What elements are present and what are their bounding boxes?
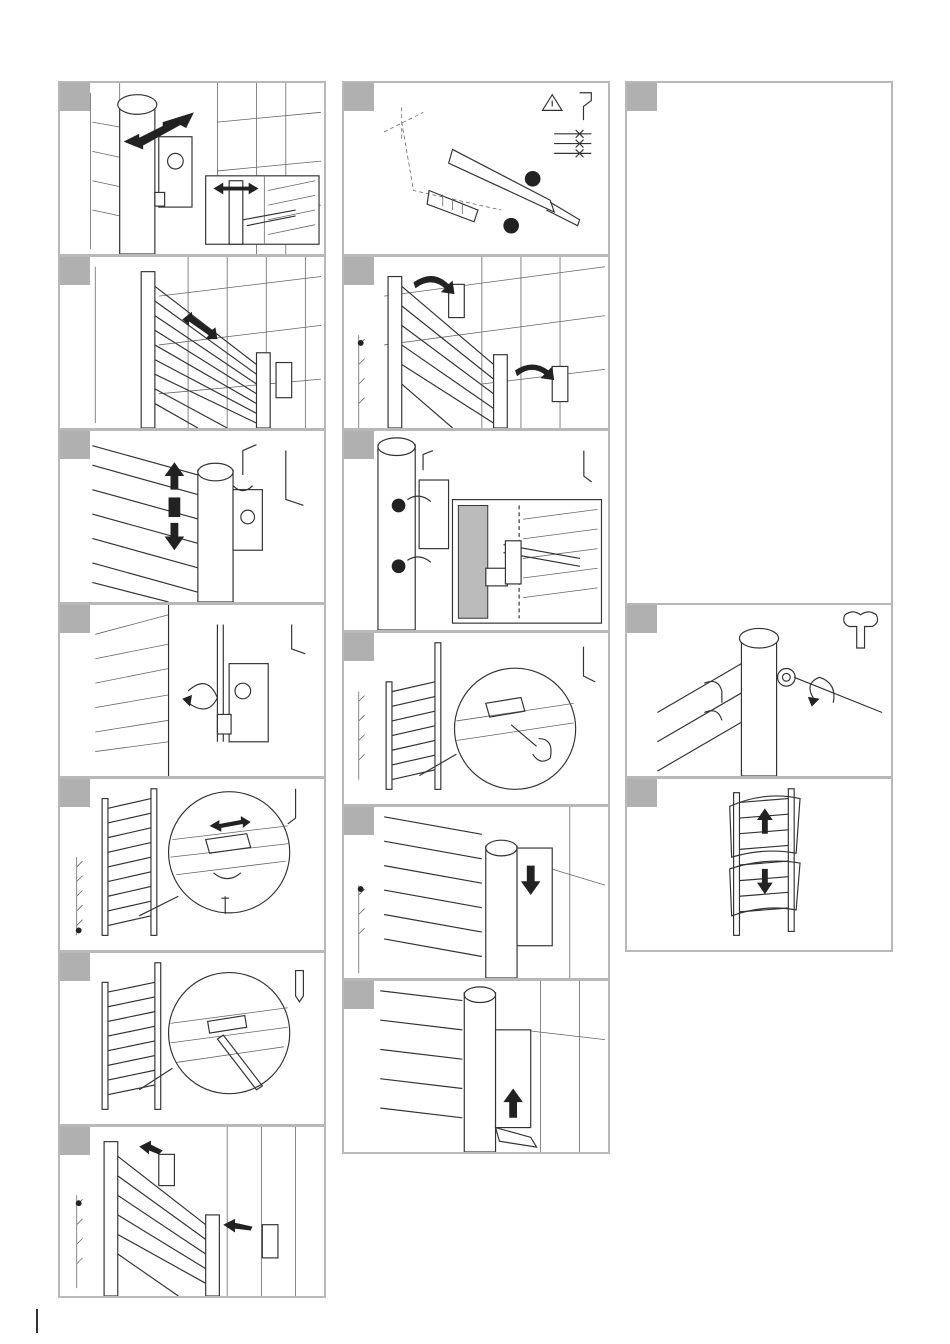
height-adjust-with-allen-key-icon <box>60 431 324 602</box>
step-7-panel <box>58 1125 326 1298</box>
bottom-bracket-zoom-icon <box>60 779 324 950</box>
step-2-panel <box>58 255 326 430</box>
step-9-panel <box>342 255 610 430</box>
step-13-panel <box>342 979 610 1154</box>
towel-rail-with-towels-icon <box>627 779 891 950</box>
step-5-panel <box>58 777 326 952</box>
step-3-panel <box>58 429 326 604</box>
step-1-panel <box>58 81 326 256</box>
page-margin-mark <box>36 1309 38 1333</box>
remove-rail-from-brackets-icon <box>60 1127 324 1296</box>
step-16-panel <box>625 777 893 952</box>
secure-bottom-screw-zoom-icon <box>344 633 608 804</box>
step-14-panel <box>625 81 893 606</box>
fix-bracket-cross-section-icon <box>344 431 608 630</box>
hang-rail-on-brackets-icon <box>344 257 608 428</box>
step-11-panel <box>342 631 610 806</box>
bleed-valve-key-icon <box>627 605 891 776</box>
step-number-tab <box>627 83 657 111</box>
step-4-panel <box>58 603 326 778</box>
step-8-panel <box>342 81 610 256</box>
step-6-panel <box>58 951 326 1126</box>
post-and-bracket-with-inset-icon <box>60 83 324 254</box>
drill-and-dowel-warning-icon <box>344 83 608 254</box>
push-cover-up-icon <box>344 981 608 1152</box>
step-15-panel <box>625 603 893 778</box>
towel-rail-on-wall-icon <box>60 257 324 428</box>
slide-cover-down-icon <box>344 807 608 978</box>
step-10-panel <box>342 429 610 632</box>
tighten-screw-allen-key-icon <box>60 605 324 776</box>
step-12-panel <box>342 805 610 980</box>
mark-with-pencil-icon <box>60 953 324 1124</box>
